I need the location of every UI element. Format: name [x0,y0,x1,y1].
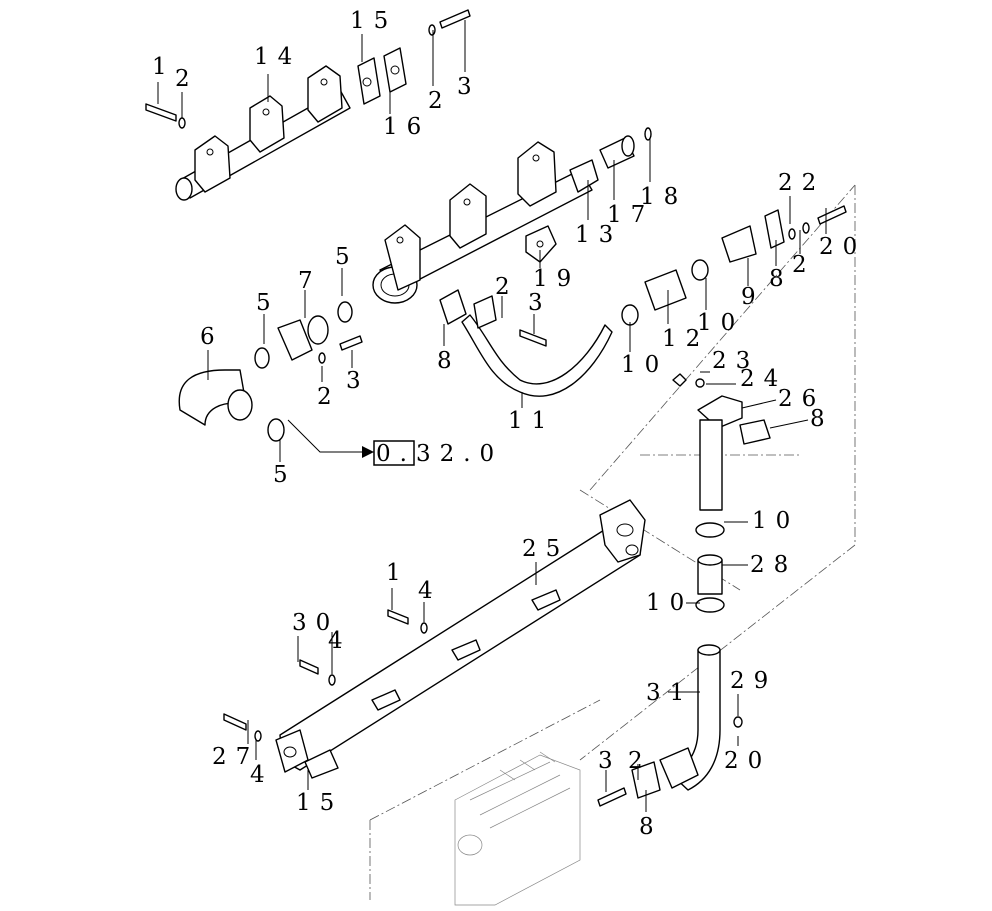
reference-arrow-icon [362,446,374,458]
callout-label: 28 [750,552,797,578]
callout-label: 8 [437,348,461,374]
callout-label: 31 [646,680,693,706]
reference-box: 0.32.0 [362,440,503,467]
leader-lines [157,20,827,812]
callout-label: 13 [575,222,622,248]
callout-label: 17 [607,202,654,228]
callout-label: 5 [273,462,297,488]
callout-label: 14 [254,44,301,70]
reference-label: 0.32.0 [376,441,503,467]
callout-label: 9 [741,284,765,310]
callout-label: 19 [533,266,580,292]
callout-label: 2 [628,748,652,774]
callout-label: 22 [778,170,825,196]
engine-block-outline [369,184,856,906]
callout-label: 16 [383,114,430,140]
callout-label: 15 [350,8,397,34]
callout-label: 12 [662,326,709,352]
callout-label: 20 [819,234,866,260]
callout-label: 18 [640,184,687,210]
callout-label: 1 [152,54,176,80]
callout-label: 2 [317,384,341,410]
callout-label: 6 [200,324,224,350]
callout-label: 8 [639,814,663,840]
callout-label: 3 [457,74,481,100]
callout-label: 8 [810,406,834,432]
callout-label: 25 [522,536,569,562]
callout-label: 4 [328,628,352,654]
callout-label: 2 [495,274,519,300]
exhaust-manifold-upper [145,9,471,201]
callout-label: 5 [256,290,280,316]
callout-labels: 15 3 14 1 2 2 16 18 13 17 19 22 2 20 9 8… [152,8,866,840]
callout-label: 15 [296,790,343,816]
vertical-pipe-assembly [659,373,771,791]
callout-label: 7 [298,268,322,294]
callout-label: 10 [752,508,799,534]
callout-label: 24 [740,366,787,392]
callout-label: 29 [730,668,777,694]
connecting-pipe [439,289,613,397]
callout-label: 2 [175,66,199,92]
callout-label: 4 [250,762,274,788]
callout-label: 2 [428,88,452,114]
callout-label: 11 [508,408,555,434]
callout-label: 8 [769,266,793,292]
right-side-fittings [621,205,847,326]
elbow-and-adapter [178,301,363,442]
callout-label: 4 [418,578,442,604]
callout-label: 23 [712,348,759,374]
callout-label: 10 [697,310,744,336]
callout-label: 10 [646,590,693,616]
callout-label: 26 [778,386,825,412]
callout-label: 10 [621,352,668,378]
callout-label: 2 [792,252,816,278]
callout-label: 1 [386,560,410,586]
callout-label: 3 [528,290,552,316]
callout-label: 5 [335,244,359,270]
callout-label: 3 [598,748,622,774]
callout-label: 30 [292,610,339,636]
lower-manifold [223,499,661,807]
exhaust-manifold-middle [372,127,652,304]
callout-label: 20 [724,748,771,774]
callout-label: 3 [346,368,370,394]
callout-label: 27 [212,744,259,770]
